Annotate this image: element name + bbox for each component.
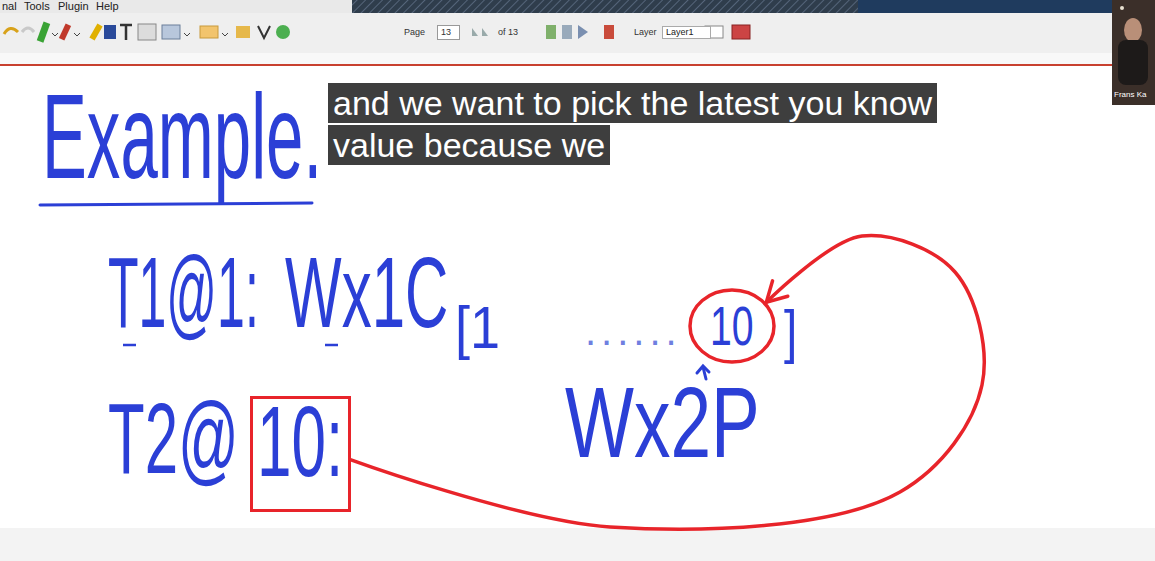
webcam-name: Frans Ka — [1114, 91, 1146, 99]
handwritten-number: 10: — [257, 401, 343, 481]
menu-item: Plugin — [58, 1, 89, 12]
webcam-light — [1120, 6, 1124, 10]
subtitle-box: and we want to pick the latest you know … — [328, 82, 988, 166]
handwritten-text: T1@1: — [108, 242, 259, 342]
underline — [325, 344, 338, 347]
handwritten-text: Wx1C — [285, 242, 448, 342]
webcam-frame — [1112, 0, 1155, 105]
webcam-person — [1118, 40, 1148, 85]
subtitle-text: and we want to pick the latest you know … — [328, 83, 937, 165]
menu-item: Help — [96, 1, 119, 12]
handwritten-text: Wx2P — [565, 372, 760, 472]
rect-highlight: 10: — [250, 396, 351, 512]
menu-item: Tools — [24, 1, 50, 12]
hatched-bar — [352, 0, 858, 13]
toolbar-icons — [4, 22, 750, 43]
toolbar-text: Layer — [634, 28, 657, 37]
toolbar-text: Page — [404, 28, 425, 37]
handwritten-text: ] — [784, 302, 797, 362]
toolbar-gap — [0, 53, 1112, 64]
toolbar-text: of 13 — [498, 28, 518, 37]
handwritten-number: 10 — [710, 298, 754, 354]
menu-item: nal — [2, 1, 17, 12]
bottom-band — [0, 528, 1155, 561]
handwritten-title: Example. — [42, 76, 322, 196]
ellipse-highlight: 10 — [688, 288, 776, 364]
handwritten-text: [1 — [455, 298, 500, 358]
underline — [40, 203, 312, 205]
webcam-person — [1124, 18, 1142, 42]
page-field: 13 — [437, 25, 460, 40]
page-rule — [0, 64, 1112, 66]
ellipse-outline — [690, 290, 774, 362]
toolbar — [0, 13, 1112, 53]
ellipsis-dots: ...... — [585, 311, 682, 351]
title-bar — [858, 0, 1112, 13]
layer-field: Layer1 — [662, 26, 711, 39]
menu-bar — [0, 0, 352, 13]
handwritten-text: T2@ — [108, 388, 239, 488]
underline — [123, 344, 136, 347]
